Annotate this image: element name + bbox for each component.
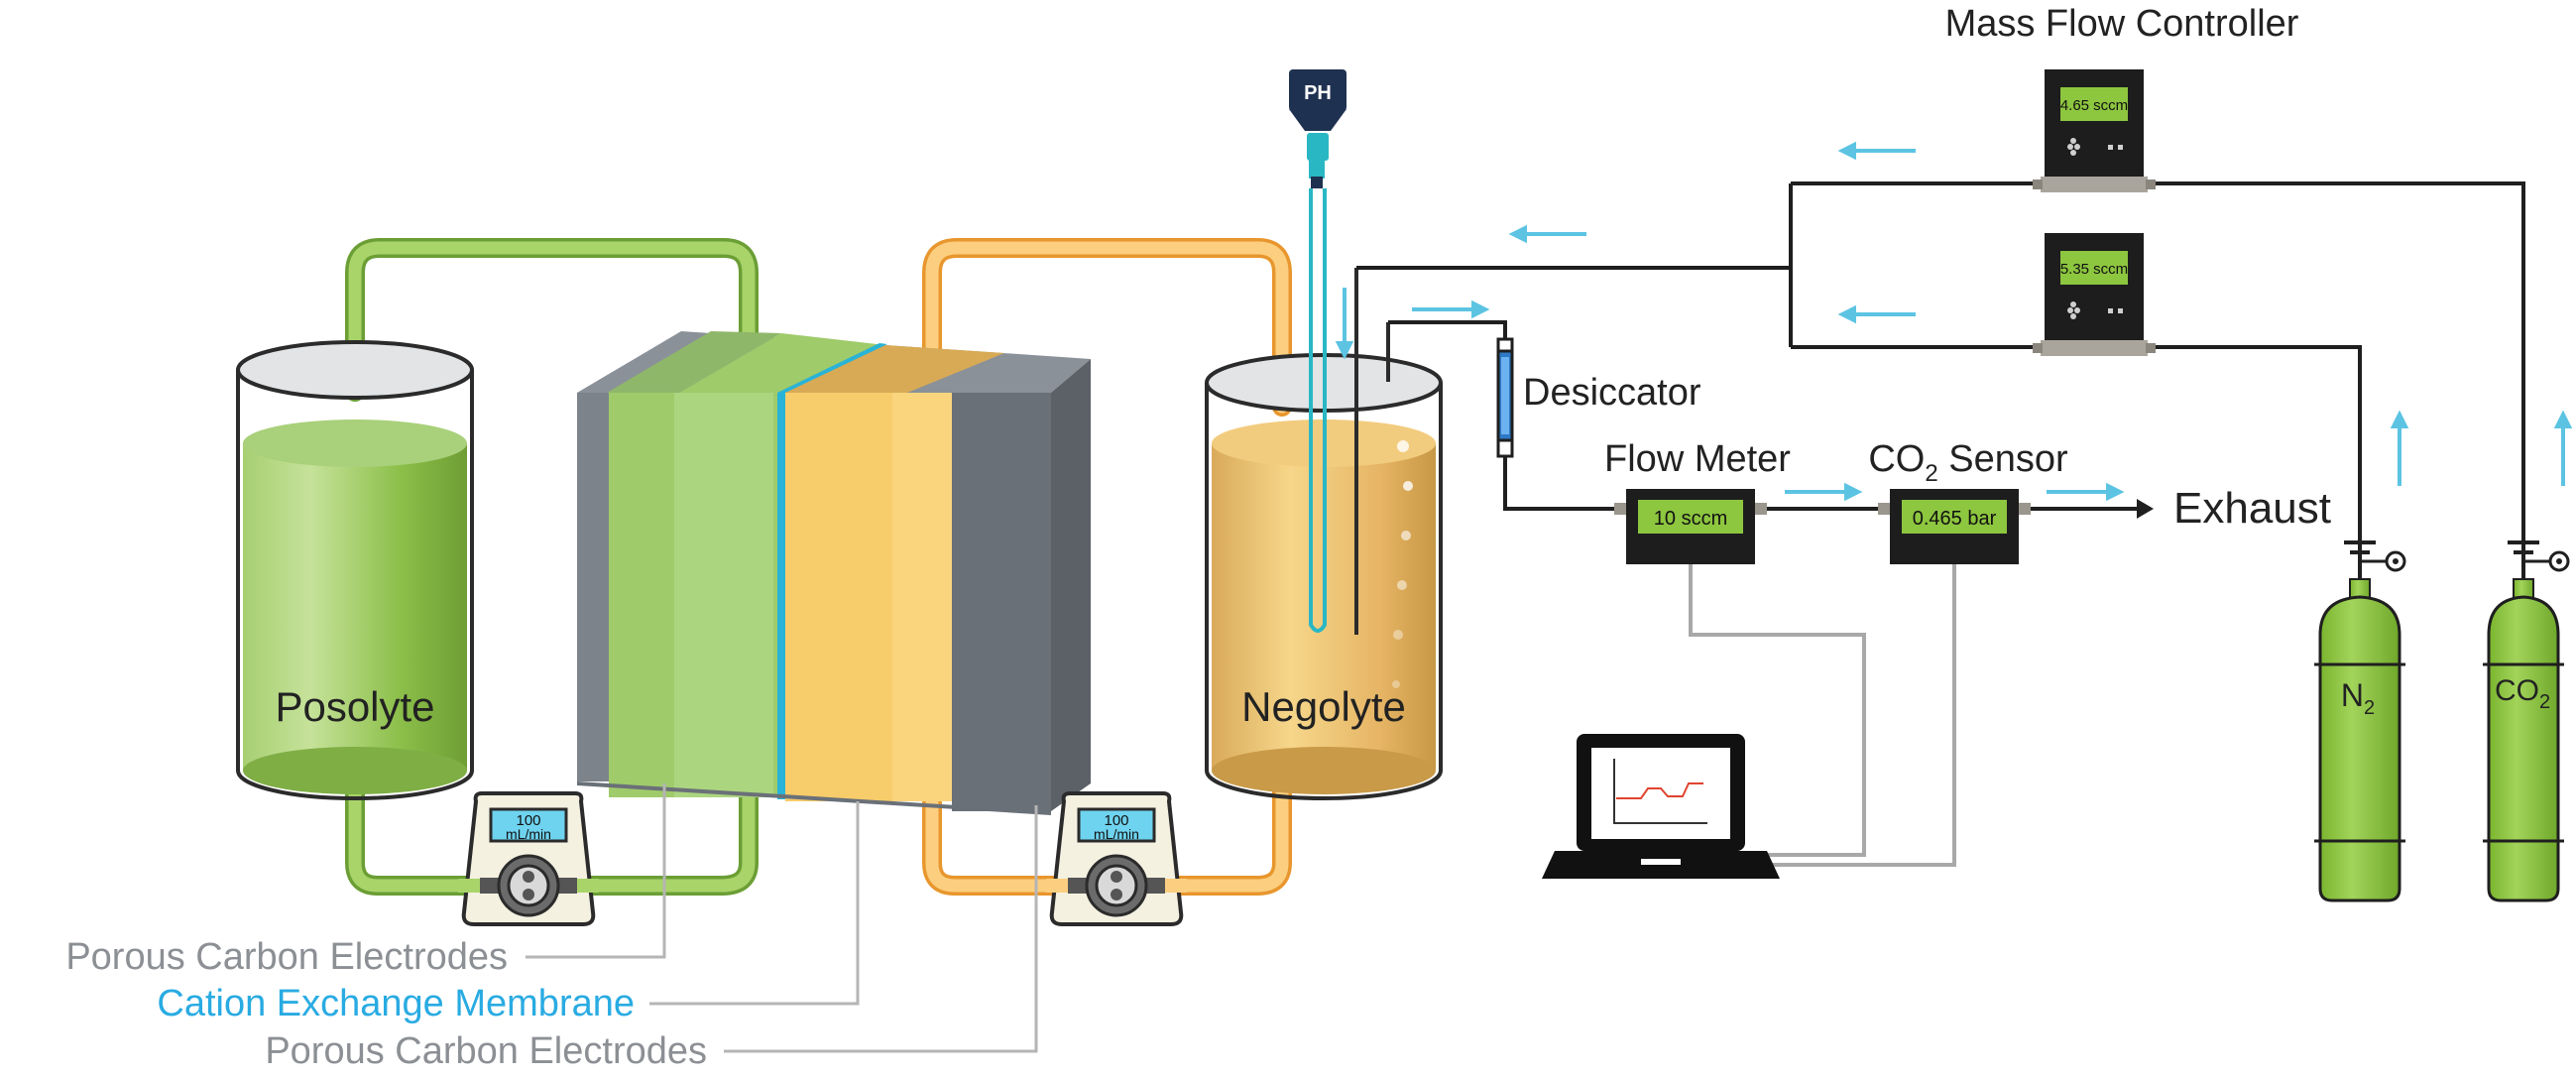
exhaust-label: Exhaust: [2173, 484, 2331, 533]
pump-left: 100 mL/min: [458, 791, 599, 926]
pump-right: 100 mL/min: [1046, 791, 1187, 926]
exhaust-arrow: [2137, 499, 2154, 519]
laptop: [1542, 734, 1780, 879]
mfc-bottom: 5.35 sccm: [2033, 233, 2156, 356]
mfc-bottom-readout: 5.35 sccm: [2060, 261, 2128, 278]
pump-left-unit: mL/min: [506, 826, 551, 842]
gas-lines: [1356, 181, 2525, 577]
posolyte-label: Posolyte: [275, 683, 434, 730]
ph-probe: PH: [1289, 69, 1347, 633]
negolyte-label: Negolyte: [1241, 683, 1406, 730]
porous-carbon-electrodes-label-2: Porous Carbon Electrodes: [265, 1030, 707, 1072]
pump-right-value: 100: [1104, 812, 1128, 829]
flow-arrows: [1335, 141, 2573, 502]
porous-carbon-electrodes-label-1: Porous Carbon Electrodes: [65, 936, 508, 978]
flow-cell: [577, 331, 1091, 815]
mass-flow-controller-label: Mass Flow Controller: [1945, 3, 2299, 45]
mfc-top-readout: 4.65 sccm: [2060, 97, 2128, 114]
desiccator: Desiccator: [1496, 337, 1701, 458]
ph-probe-label: PH: [1304, 82, 1332, 104]
n2-cylinder: N2: [2314, 540, 2406, 902]
mfc-top: 4.65 sccm: [2033, 69, 2156, 192]
co2-cylinder: CO2: [2483, 540, 2570, 902]
posolyte-tank: Posolyte: [236, 340, 474, 800]
co2-sensor-label: CO2 Sensor: [1868, 438, 2068, 487]
co2-cylinder-label: CO2: [2495, 674, 2550, 713]
desiccator-label: Desiccator: [1523, 372, 1701, 414]
cation-exchange-membrane-label: Cation Exchange Membrane: [157, 983, 635, 1024]
co2-sensor-readout: 0.465 bar: [1913, 508, 1997, 530]
pump-left-value: 100: [516, 812, 540, 829]
flow-meter-label: Flow Meter: [1604, 438, 1791, 480]
data-cables: [1689, 564, 1956, 867]
co2-sensor: 0.465 bar: [1878, 489, 2031, 564]
flow-meter-readout: 10 sccm: [1654, 508, 1727, 530]
pump-right-unit: mL/min: [1094, 826, 1139, 842]
callout-lines: [526, 783, 1038, 1053]
n2-cylinder-label: N2: [2341, 677, 2375, 719]
flow-meter: 10 sccm: [1614, 489, 1767, 564]
